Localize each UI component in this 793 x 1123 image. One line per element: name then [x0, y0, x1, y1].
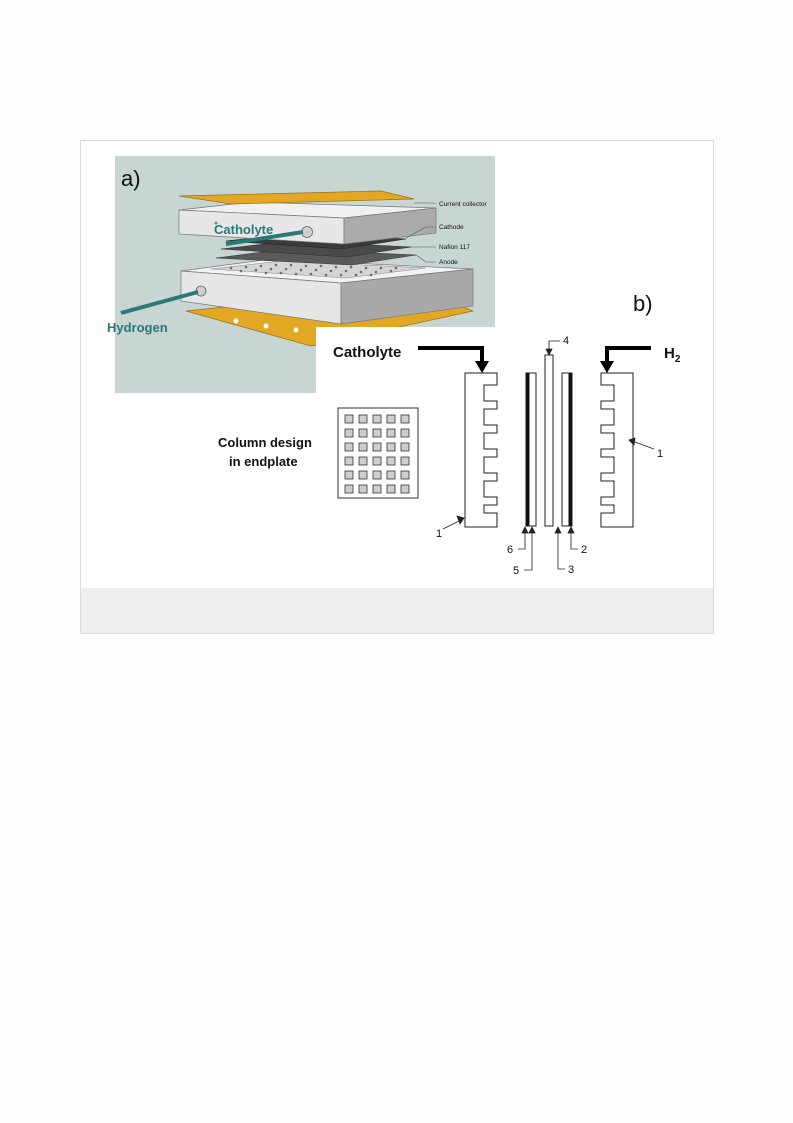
grid-cell	[358, 456, 368, 466]
grid-cell	[400, 484, 410, 494]
grid-cell	[344, 428, 354, 438]
catholyte-inlet-port	[301, 226, 313, 238]
grid-cell	[372, 456, 382, 466]
number-label-6: 6	[507, 544, 513, 556]
h2-label-main: H	[664, 345, 675, 362]
catholyte-label-a: Catholyte	[214, 222, 273, 237]
panel-a: a) Catholyte Hydrogen Current collector …	[107, 156, 495, 393]
grid-cell	[372, 414, 382, 424]
plate-hole	[214, 221, 218, 225]
catholyte-arrow	[225, 230, 304, 246]
grid-cell	[358, 442, 368, 452]
h2-feed-arrow-line	[605, 346, 651, 363]
grid-cell	[344, 442, 354, 452]
grid-cell	[386, 428, 396, 438]
flow-field-dots	[229, 263, 398, 277]
grid-cell	[386, 470, 396, 480]
grid-cell	[400, 442, 410, 452]
figure-diagram: a) Catholyte Hydrogen Current collector …	[107, 156, 713, 588]
callout-cathode: Cathode	[439, 224, 464, 231]
callout-leaders	[405, 202, 437, 263]
grid-cell	[358, 470, 368, 480]
grid-cell	[372, 442, 382, 452]
grid-cell	[400, 414, 410, 424]
callout-nafion: Nafion 117	[439, 244, 470, 251]
grid-cell	[386, 456, 396, 466]
figure-frame: a) Catholyte Hydrogen Current collector …	[80, 140, 714, 634]
cathode-layer-dark	[526, 373, 530, 526]
collector-hole	[293, 327, 299, 333]
top-current-collector	[178, 190, 415, 205]
column-design-title-2: in endplate	[229, 454, 298, 469]
grid-cell	[344, 414, 354, 424]
number-label-3: 3	[568, 564, 574, 576]
endplate-grid-cells	[344, 414, 410, 494]
grid-cell	[344, 456, 354, 466]
grid-cell	[372, 470, 382, 480]
column-design-title-1: Column design	[218, 435, 312, 450]
panel-b-label: b)	[633, 291, 653, 316]
callout-current-collector: Current collector	[439, 201, 488, 208]
membrane-4	[544, 354, 554, 527]
grid-cell	[344, 484, 354, 494]
grid-cell	[358, 414, 368, 424]
grid-cell	[372, 428, 382, 438]
grid-cell	[344, 470, 354, 480]
grid-cell	[400, 428, 410, 438]
panel-b: b) Catholyte H2 Column design in en	[218, 291, 713, 588]
number-label-4: 4	[563, 335, 569, 347]
number-label-2: 2	[581, 544, 587, 556]
anode-layer-dark	[568, 373, 572, 526]
left-endplate	[464, 372, 498, 528]
grid-cell	[400, 470, 410, 480]
number-label-1-right: 1	[657, 448, 663, 460]
number-label-1-left: 1	[436, 528, 442, 540]
anode-endplate-side	[340, 268, 474, 325]
grid-cell	[386, 484, 396, 494]
grid-cell	[358, 428, 368, 438]
cathode-endplate-side	[343, 207, 437, 245]
grid-cell	[386, 414, 396, 424]
collector-hole	[263, 323, 269, 329]
h2-feed-arrowhead	[600, 361, 614, 373]
number-label-5: 5	[513, 565, 519, 577]
h2-label: H2	[664, 345, 681, 365]
right-endplate	[600, 372, 634, 528]
grid-cell	[386, 442, 396, 452]
panel-a-label: a)	[121, 166, 141, 191]
anode-flow-field	[210, 260, 427, 279]
callout-anode: Anode	[439, 259, 458, 266]
hydrogen-label-a: Hydrogen	[107, 320, 168, 335]
hydrogen-arrow	[120, 290, 199, 315]
grid-cell	[358, 484, 368, 494]
collector-hole	[233, 318, 239, 324]
catholyte-feed-arrowhead	[475, 361, 489, 373]
caption-band	[81, 588, 713, 633]
catholyte-feed-arrow-line	[418, 346, 484, 363]
number-pointers	[442, 340, 655, 571]
h2-label-sub: 2	[675, 354, 681, 365]
catholyte-label-b: Catholyte	[333, 344, 401, 361]
grid-cell	[372, 484, 382, 494]
grid-cell	[400, 456, 410, 466]
